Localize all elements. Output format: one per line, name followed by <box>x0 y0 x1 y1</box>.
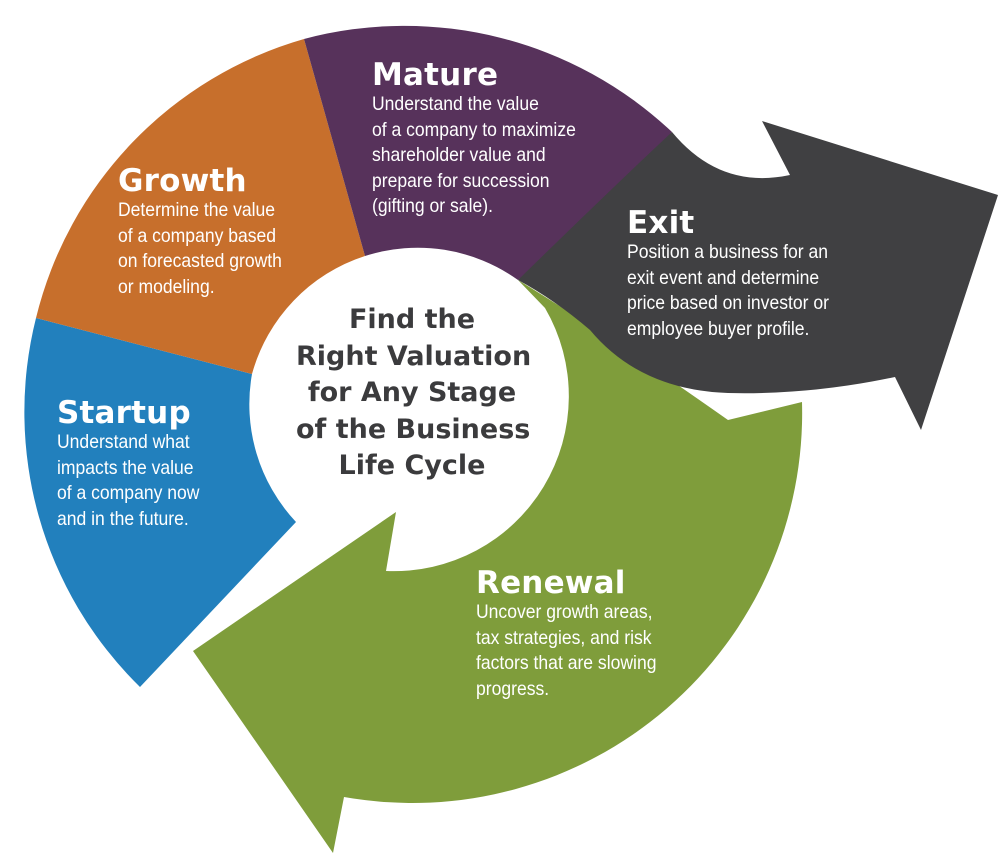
stage-growth: Growth Determine the value of a company … <box>118 164 300 300</box>
description-line: (gifting or sale). <box>372 195 493 217</box>
stage-description: Uncover growth areas, tax strategies, an… <box>476 600 656 702</box>
center-title: Find the Right Valuation for Any Stage o… <box>296 302 532 485</box>
stage-description: Understand the value of a company to max… <box>372 92 576 220</box>
description-line: of a company based <box>118 224 277 247</box>
stage-renewal: Renewal Uncover growth areas, tax strate… <box>476 566 677 702</box>
description-line: prepare for succession <box>372 169 550 192</box>
description-line: Position a business for an <box>627 241 828 263</box>
stage-description: Position a business for an exit event an… <box>627 240 829 342</box>
description-line: of a company now <box>57 482 200 504</box>
description-line: impacts the value <box>57 456 194 479</box>
stage-title: Renewal <box>476 565 626 601</box>
description-line: factors that are slowing <box>476 652 657 674</box>
mature-segment <box>304 25 672 281</box>
description-line: and in the future. <box>57 507 189 530</box>
description-line: progress. <box>476 677 550 700</box>
description-line: Determine the value <box>118 199 276 221</box>
stage-title: Exit <box>627 205 695 241</box>
growth-segment <box>36 39 365 374</box>
stage-title: Startup <box>57 395 191 431</box>
stage-title: Mature <box>372 57 499 93</box>
description-line: of a company to maximize <box>372 118 576 141</box>
center-title-line: Right Valuation <box>296 340 532 372</box>
renewal-arrow <box>193 280 803 853</box>
stage-description: Determine the value of a company based o… <box>118 198 282 300</box>
center-title-line: of the Business <box>296 413 531 445</box>
stage-mature: Mature Understand the value of a company… <box>372 58 599 220</box>
exit-arrow <box>518 121 998 430</box>
description-line: or modeling. <box>118 275 215 298</box>
stage-exit: Exit Position a business for an exit eve… <box>627 206 851 342</box>
stage-startup: Startup Understand what impacts the valu… <box>57 396 215 532</box>
description-line: Understand the value <box>372 93 539 115</box>
center-title-line: for Any Stage <box>307 377 517 408</box>
description-line: employee buyer profile. <box>627 317 810 340</box>
description-line: on forecasted growth <box>118 250 282 272</box>
description-line: price based on investor or <box>627 292 829 314</box>
center-title-line: Life Cycle <box>338 450 486 481</box>
description-line: tax strategies, and risk <box>476 626 652 649</box>
description-line: Uncover growth areas, <box>476 601 653 623</box>
description-line: exit event and determine <box>627 266 820 289</box>
startup-segment <box>24 318 297 687</box>
stage-title: Growth <box>118 163 247 199</box>
description-line: shareholder value and <box>372 144 546 166</box>
center-title-line: Find the <box>348 304 476 335</box>
description-line: Understand what <box>57 431 190 453</box>
stage-description: Understand what impacts the value of a c… <box>57 430 199 532</box>
